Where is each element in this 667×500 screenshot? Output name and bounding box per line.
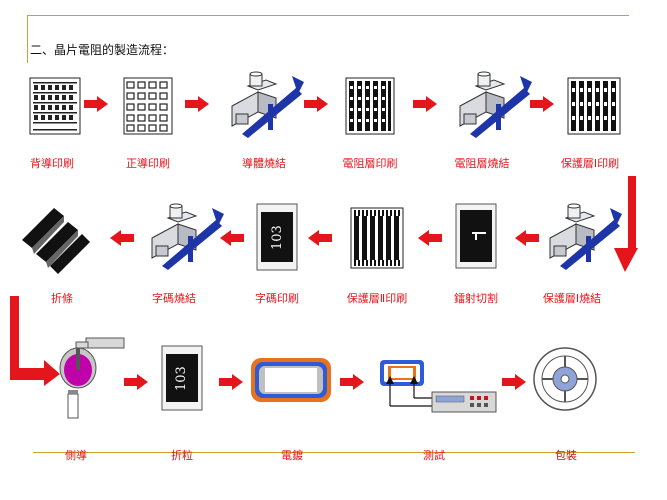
edge-coater-icon: [59, 337, 125, 419]
flow-arrow-icon: [515, 230, 539, 246]
chip-marking: 103: [270, 225, 285, 250]
chip-103-icon: [256, 203, 298, 271]
step-label-test: 測試: [423, 449, 445, 462]
flow-arrow-icon: [413, 96, 437, 112]
step-label-laser-cut: 鐳射切割: [454, 292, 498, 305]
flow-arrow-icon: [84, 96, 108, 112]
grid-substrate-icon: [350, 207, 404, 269]
chip-103-icon: [161, 345, 203, 411]
flow-arrow-icon: [220, 230, 244, 246]
furnace-icon: [151, 203, 224, 270]
step-label-resistor-print: 電阻層印刷: [342, 157, 398, 170]
flow-arrow-icon: [219, 374, 243, 390]
chip-marking: 103: [174, 366, 189, 391]
step-label-protect1-sinter: 保護層Ⅰ燒結: [542, 292, 602, 305]
step-label-protect2-print: 保護層Ⅱ印刷: [346, 292, 408, 305]
step-label-marking-sinter: 字碼燒結: [152, 292, 196, 305]
laser-cut-icon: [455, 203, 497, 269]
flow-arrow-icon: [304, 96, 328, 112]
step-label-marking-print: 字碼印刷: [255, 292, 299, 305]
flow-arrow-icon: [502, 374, 526, 390]
frame-line-bottom: [33, 452, 635, 453]
grid-substrate-icon: [29, 77, 81, 135]
tester-icon: [380, 360, 497, 413]
furnace-icon: [549, 203, 622, 270]
grid-substrate-icon: [567, 77, 621, 135]
step-label-front-print: 正導印刷: [126, 157, 170, 170]
step-label-break-chip: 折粒: [171, 449, 193, 462]
tape-reel-icon: [533, 347, 597, 411]
flow-arrow-icon: [530, 96, 554, 112]
page-title: 二、晶片電阻的製造流程：: [30, 43, 175, 57]
step-label-packaging: 包裝: [555, 449, 577, 462]
flow-arrow-icon: [110, 230, 134, 246]
furnace-icon: [231, 71, 304, 138]
flow-arrow-icon: [340, 374, 364, 390]
grid-substrate-icon: [345, 77, 395, 135]
frame-line-left: [27, 15, 28, 63]
plated-chip-icon: [251, 358, 331, 402]
step-label-break-strip: 折條: [51, 292, 73, 305]
turn-down-arrow-icon: [614, 176, 638, 272]
step-label-side-conductor: 側導: [65, 449, 87, 462]
flow-arrow-icon: [185, 96, 209, 112]
turn-right-arrow-icon: [10, 296, 60, 386]
step-label-resistor-sinter: 電阻層燒結: [454, 157, 510, 170]
step-label-protect1-print: 保護層Ⅰ印刷: [560, 157, 620, 170]
flow-arrow-icon: [308, 230, 332, 246]
frame-line-top: [27, 15, 629, 16]
strips-icon: [22, 208, 90, 274]
flow-arrow-icon: [124, 374, 148, 390]
grid-substrate-icon: [123, 77, 173, 135]
step-label-back-print: 背導印刷: [30, 157, 74, 170]
furnace-icon: [459, 71, 532, 138]
flow-arrow-icon: [418, 230, 442, 246]
step-label-conductor-sinter: 導體燒結: [242, 157, 286, 170]
step-label-plating: 電鍍: [281, 449, 303, 462]
